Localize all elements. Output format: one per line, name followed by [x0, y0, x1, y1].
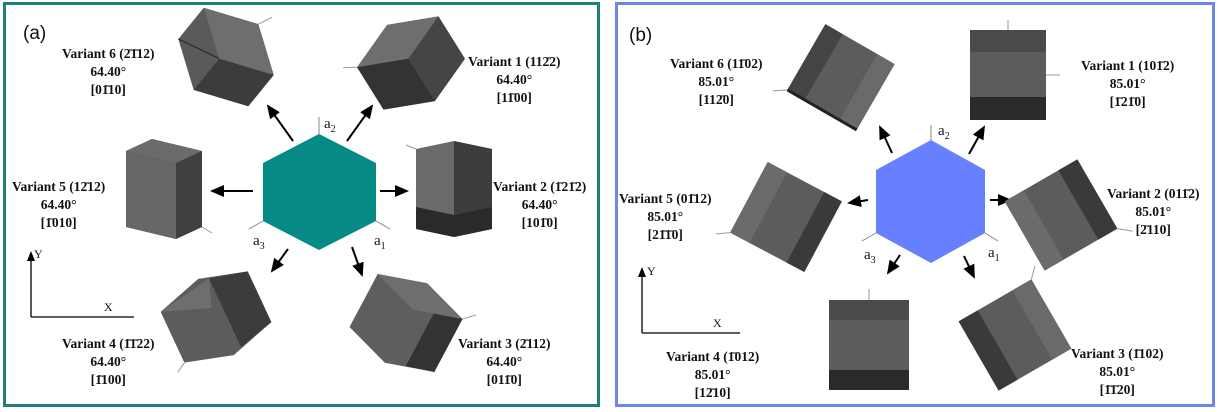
variant-1-label: Variant 1 (112̄2) 64.40° [11̄00]	[468, 54, 561, 105]
crystal-variant-5	[715, 161, 842, 273]
x-axis-label: X	[713, 316, 722, 330]
arrow-to-variant-5	[847, 195, 869, 208]
variant-6-label: Variant 6 (11̄02) 85.01° [112̄0]	[670, 56, 763, 107]
variant-3-label: Variant 3 (1̄102) 85.01° [1̄1̄20]	[1071, 346, 1164, 397]
variant-1-label: Variant 1 (101̄2) 85.01° [1̄21̄0]	[1081, 58, 1175, 109]
crystal-variant-3	[958, 265, 1072, 391]
crystal-variant-4	[160, 271, 272, 373]
coordinate-axes: Y X	[27, 247, 134, 318]
variant-5-label: Variant 5 (01̄12) 85.01° [21̄1̄0]	[619, 191, 712, 242]
crystal-variant-1	[970, 20, 1060, 120]
arrow-to-variant-6	[879, 125, 893, 154]
panel-b: (b) a2 a1 a3	[615, 2, 1215, 407]
axis-a2-label: a2	[324, 116, 336, 135]
crystal-variant-3	[349, 273, 477, 373]
arrow-to-variant-4	[886, 254, 901, 275]
crystal-variant-1	[343, 16, 465, 110]
axis-a2-label: a2	[938, 123, 950, 142]
central-hexagon	[876, 140, 985, 263]
axis-a1-label: a1	[374, 233, 386, 252]
arrow-to-variant-6	[266, 104, 294, 142]
variants-diagram-b: a2 a1 a3	[638, 20, 1133, 391]
arrow-to-variant-3	[963, 255, 975, 279]
variant-4-label: Variant 4 (1̄1̄22) 64.40° [1̄100]	[62, 336, 155, 387]
axis-a1-label: a1	[988, 245, 1000, 264]
arrow-to-variant-3	[351, 246, 364, 277]
panel-tag: (a)	[23, 23, 47, 44]
coordinate-axes: Y X	[638, 264, 740, 334]
arrow-to-variant-4	[270, 248, 289, 273]
crystal-variant-6	[772, 24, 895, 132]
variant-5-label: Variant 5 (12̄12) 64.40° [1̄010]	[12, 179, 106, 230]
arrow-to-variant-1	[346, 104, 374, 142]
variant-4-label: Variant 4 (1̄012) 85.01° [12̄10]	[666, 349, 760, 400]
x-axis-label: X	[104, 300, 113, 314]
axis-a3-label: a3	[864, 247, 876, 266]
axis-a3-label: a3	[253, 233, 265, 252]
variant-3-label: Variant 3 (2̄112) 64.40° [011̄0]	[458, 336, 551, 387]
crystal-variant-5	[126, 139, 213, 239]
y-axis-label: Y	[647, 264, 656, 278]
variant-2-label: Variant 2 (011̄2) 85.01° [2̄110]	[1107, 186, 1200, 237]
arrow-to-variant-1	[968, 125, 985, 155]
panel-tag: (b)	[629, 25, 653, 46]
panel-a: (a) a2 a1 a3	[3, 2, 600, 407]
y-axis-label: Y	[34, 247, 43, 261]
variant-6-label: Variant 6 (2̄1̄12) 64.40° [01̄10]	[62, 46, 155, 97]
crystal-variant-2	[405, 141, 492, 237]
variant-2-label: Variant 2 (1̄21̄2) 64.40° [101̄0]	[493, 179, 587, 230]
crystal-variant-2	[1004, 159, 1133, 271]
central-hexagon	[263, 134, 376, 250]
crystal-variant-4	[829, 289, 909, 390]
variants-diagram-a: a2 a1 a3	[27, 7, 492, 373]
crystal-variant-6	[178, 7, 274, 107]
